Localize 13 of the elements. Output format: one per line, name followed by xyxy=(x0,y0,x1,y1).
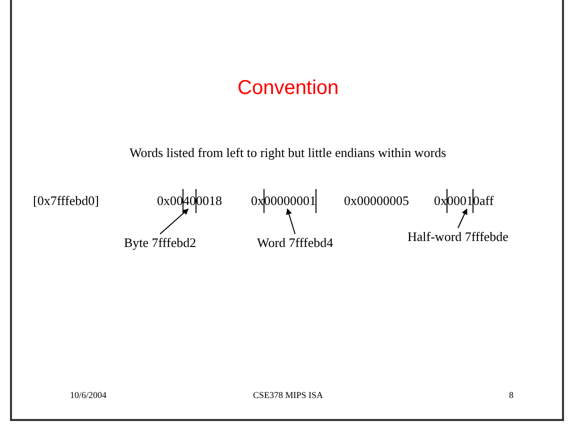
annotation-text: Byte 7fffebd2 xyxy=(124,236,196,249)
leader-arrow xyxy=(160,208,189,234)
footer-date: 10/6/2004 xyxy=(70,391,107,400)
hex-word: 0x00000005 xyxy=(344,194,409,207)
address-text: [0x7fffebd0] xyxy=(33,194,99,207)
slide-title: Convention xyxy=(238,78,339,98)
leader-arrow xyxy=(286,208,296,234)
annotation-text: Half-word 7fffebde xyxy=(408,230,508,243)
subtitle: Words listed from left to right but little endians within words xyxy=(130,146,446,159)
page-number: 8 xyxy=(509,391,514,400)
leader-arrow xyxy=(457,208,468,228)
footer-text: CSE378 MIPS ISA xyxy=(253,391,324,400)
annotation-text: Word 7fffebd4 xyxy=(257,236,334,249)
